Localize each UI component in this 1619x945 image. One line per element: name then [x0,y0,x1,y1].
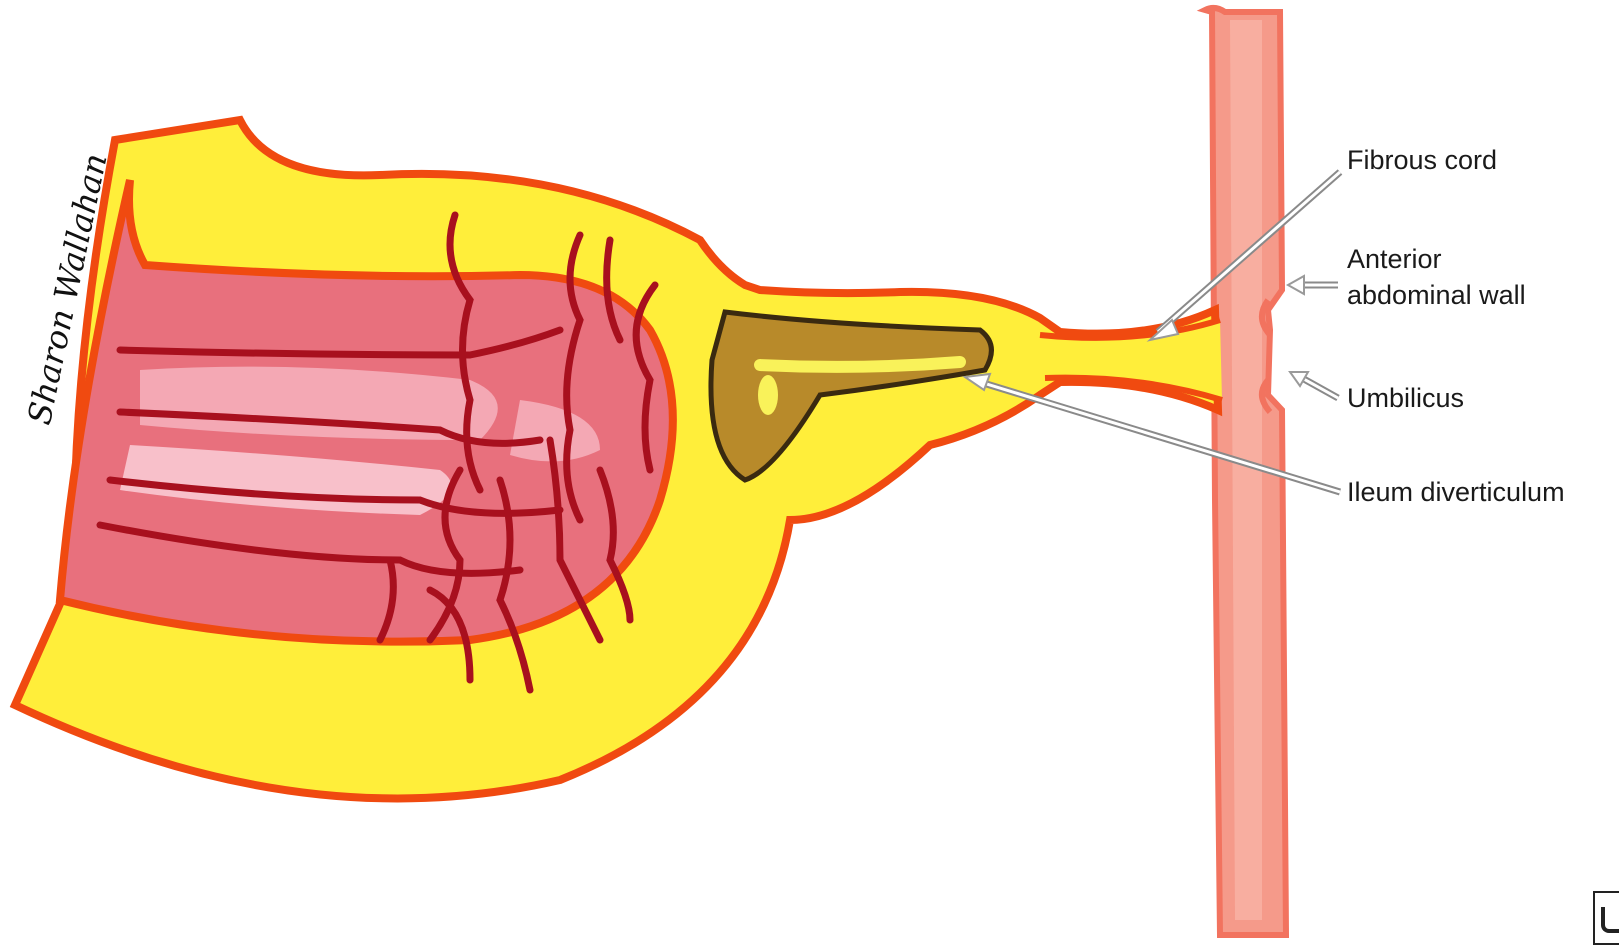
anterior-abdominal-wall-label-line1: Anterior [1347,241,1526,277]
anterior-abdominal-wall-label-line2: abdominal wall [1347,277,1526,313]
abdominal-wall-arrow [1288,276,1338,294]
ileum-diverticulum-label: Ileum diverticulum [1347,474,1565,510]
fibrous-cord-label: Fibrous cord [1347,142,1497,178]
logo-icon [1601,907,1619,933]
umbilicus-arrow [1290,372,1338,398]
ileum-loop [15,120,1218,798]
corner-logo [1593,891,1619,945]
anterior-abdominal-wall-label: Anterior abdominal wall [1347,241,1526,314]
umbilicus-label: Umbilicus [1347,380,1464,416]
